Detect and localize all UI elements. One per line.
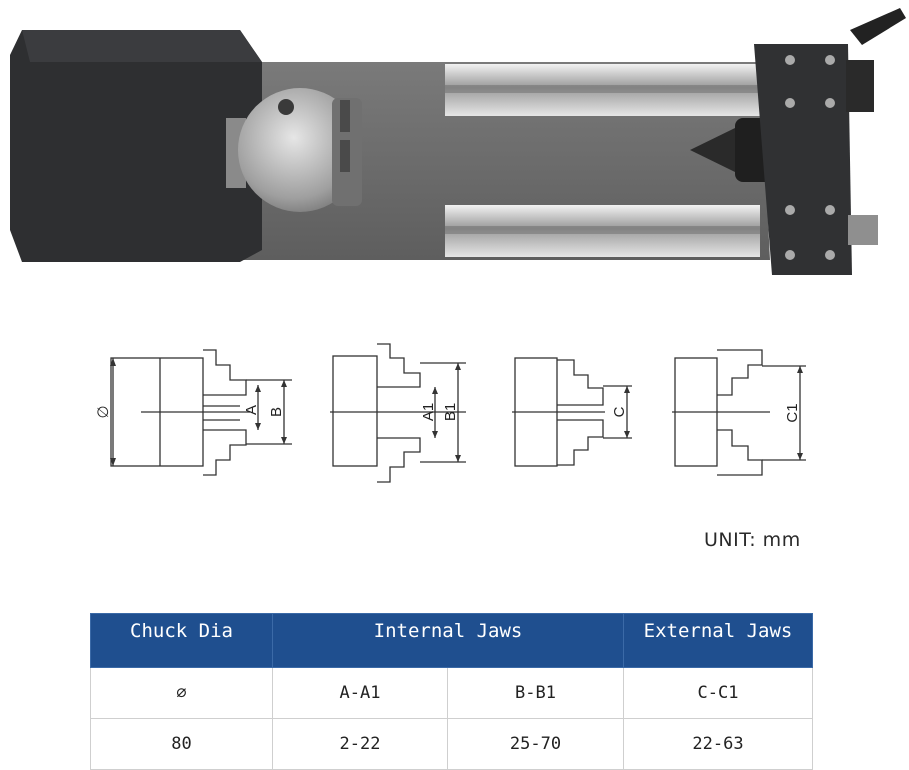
diagram-internal-a-b <box>110 349 292 476</box>
label-b: B <box>268 407 285 417</box>
diagram-internal-a1-b1 <box>330 343 466 483</box>
rail-top <box>445 64 760 116</box>
diagram-external-c1 <box>672 349 806 476</box>
table-row: 80 2-22 25-70 22-63 <box>90 718 813 770</box>
header-internal-jaws: Internal Jaws <box>272 613 624 668</box>
rail-bottom <box>445 205 760 257</box>
cell-chuck-dia: 80 <box>90 718 273 770</box>
unit-label: UNIT: mm <box>704 529 801 551</box>
motor-housing <box>10 30 262 262</box>
subheader-c-c1: C-C1 <box>623 667 813 719</box>
subheader-phi: ∅ <box>90 667 273 719</box>
product-photo <box>10 8 906 275</box>
diagram-external-c <box>512 357 632 467</box>
table-header-row: Chuck Dia Internal Jaws External Jaws <box>90 613 813 668</box>
label-c: C <box>611 406 628 417</box>
label-phi: ∅ <box>95 405 112 418</box>
subheader-a-a1: A-A1 <box>272 667 448 719</box>
label-c1: C1 <box>784 403 801 422</box>
header-external-jaws: External Jaws <box>623 613 813 668</box>
header-chuck-dia: Chuck Dia <box>90 613 273 668</box>
chuck-body <box>238 88 362 212</box>
label-a1: A1 <box>420 403 437 421</box>
subheader-b-b1: B-B1 <box>447 667 624 719</box>
spec-table: Chuck Dia Internal Jaws External Jaws ∅ … <box>90 613 813 770</box>
jaw-dimension-diagrams: ∅ A B A1 B1 C C1 <box>95 343 806 483</box>
tailstock-center <box>690 128 735 172</box>
table-subheader-row: ∅ A-A1 B-B1 C-C1 <box>90 667 813 719</box>
cell-c-c1: 22-63 <box>623 718 813 770</box>
cell-b-b1: 25-70 <box>447 718 624 770</box>
label-b1: B1 <box>442 403 459 421</box>
cell-a-a1: 2-22 <box>272 718 448 770</box>
clamp-lever <box>850 8 906 45</box>
label-a: A <box>243 405 260 415</box>
